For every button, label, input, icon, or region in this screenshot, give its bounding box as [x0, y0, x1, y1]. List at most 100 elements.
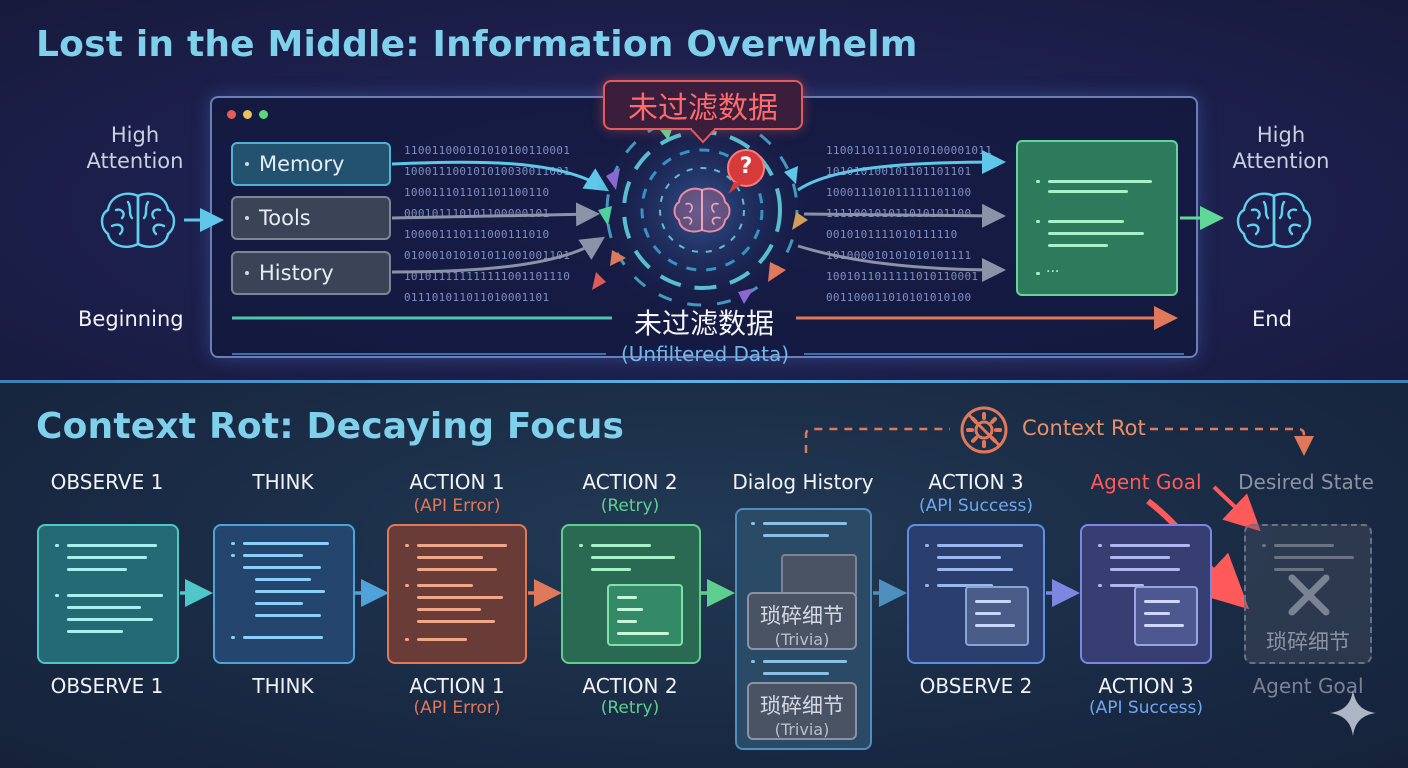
bottom-sub-action-3: (API Success) [1089, 698, 1203, 718]
binary-line: 010001010101011001001101 [404, 249, 571, 262]
bottom-label-agent-goal: Agent Goal [1252, 674, 1364, 698]
doc-line [255, 590, 325, 593]
end-label: End [1252, 307, 1292, 331]
memory-flow-arrow [391, 160, 610, 192]
doc-bullet [1036, 220, 1040, 223]
binary-line: 100011101101101100110 [404, 186, 550, 199]
binary-line: 1001011011111010110001 [826, 270, 979, 283]
doc-line [67, 594, 163, 597]
doc-line [617, 596, 637, 599]
doc-line [67, 568, 127, 571]
vortex-out-arrow-3 [797, 244, 1006, 282]
stage-label-action-1: ACTION 1 [409, 470, 505, 494]
doc-line [937, 568, 1013, 571]
doc-line [417, 596, 503, 599]
doc-bullet [1262, 544, 1266, 547]
action-2-card [561, 524, 701, 664]
window-minimize-dot [243, 110, 252, 119]
doc-line [1048, 180, 1152, 183]
agent-goal-card [1080, 524, 1212, 664]
bullet-icon [245, 162, 249, 166]
top-diagram-graphics [184, 100, 1224, 355]
bottom-label-observe-1: OBSERVE 1 [50, 674, 164, 698]
doc-line [591, 544, 651, 547]
doc-line [937, 556, 1001, 559]
success-subpanel [965, 586, 1029, 646]
think-card [213, 524, 355, 664]
timeline-axis [232, 306, 1184, 355]
doc-bullet [925, 584, 929, 587]
doc-line [975, 612, 1001, 615]
doc-line [1110, 568, 1180, 571]
doc-line [763, 534, 829, 537]
binary-line: 101011111111111001101110 [404, 270, 571, 283]
doc-line [1274, 556, 1354, 559]
doc-bullet [1036, 272, 1040, 275]
goal-subpanel [1134, 586, 1198, 646]
doc-bullet [925, 544, 929, 547]
doc-bullet [1036, 180, 1040, 183]
doc-line [255, 614, 321, 617]
top-section-title: Lost in the Middle: Information Overwhel… [36, 24, 918, 65]
doc-bullet [231, 636, 235, 639]
unfiltered-badge-text: 未过滤数据 [628, 91, 778, 126]
doc-bullet [405, 584, 409, 587]
doc-line [1144, 612, 1170, 615]
desired-state-card: 琐碎细节 [1244, 524, 1372, 664]
doc-line [417, 544, 507, 547]
window-maximize-dot [259, 110, 268, 119]
trivia-box-1: 琐碎细节 (Trivia) [747, 592, 857, 650]
observe-1-card [37, 524, 179, 664]
binary-line: 001100011010101010100 [826, 291, 972, 304]
trivia-cn-1: 琐碎细节 [760, 604, 844, 628]
desired-trivia-label: 琐碎细节 [1266, 630, 1350, 654]
doc-line [937, 544, 1023, 547]
trivia-en-2: (Trivia) [774, 720, 830, 739]
doc-line [417, 568, 497, 571]
doc-line [763, 672, 829, 675]
doc-line [67, 556, 147, 559]
doc-line [243, 542, 329, 545]
bottom-section-title: Context Rot: Decaying Focus [36, 406, 625, 447]
filtered-output-document: ... [1016, 140, 1178, 296]
action-3-card [907, 524, 1045, 664]
binary-line: 100011100101010030011001 [404, 165, 571, 178]
bottom-sub-action-1: (API Error) [413, 698, 501, 718]
doc-bullet [231, 542, 235, 545]
doc-line [1110, 544, 1190, 547]
beginning-label: Beginning [78, 307, 184, 331]
window-close-dot [227, 110, 236, 119]
doc-bullet [405, 638, 409, 641]
binary-line: 0010101111010111110 [826, 228, 958, 241]
doc-line [1274, 544, 1334, 547]
desired-state-arrow [1212, 485, 1261, 532]
doc-bullet [55, 594, 59, 597]
doc-line [975, 600, 1011, 603]
panel-divider [0, 380, 1408, 383]
memory-source: Memory [231, 142, 391, 186]
stage-label-think: THINK [252, 470, 314, 494]
binary-stream-left: 110011000101010100110001 100011100101010… [404, 140, 594, 308]
doc-line [763, 660, 847, 663]
history-source: History [231, 251, 391, 295]
doc-line [67, 606, 141, 609]
doc-ellipsis: ... [1046, 260, 1060, 276]
bottom-label-observe-2: OBSERVE 2 [919, 674, 1033, 698]
doc-bullet [751, 660, 755, 663]
no-gear-icon [960, 406, 1008, 454]
doc-line [975, 624, 1015, 627]
doc-line [617, 608, 643, 611]
bullet-icon [245, 216, 249, 220]
stage-label-desired-state: Desired State [1238, 470, 1374, 494]
badge-pointer [690, 128, 716, 144]
doc-bullet [751, 522, 755, 525]
doc-line [417, 556, 483, 559]
memory-label: Memory [259, 152, 345, 176]
history-flow-arrow [391, 236, 606, 274]
doc-line [1048, 232, 1144, 235]
center-brain-icon [673, 187, 731, 233]
doc-line [1048, 244, 1108, 247]
stage-label-action-3: ACTION 3 [928, 470, 1024, 494]
binary-line: 100001110111000111010 [404, 228, 550, 241]
context-rot-bracket [804, 427, 1314, 456]
